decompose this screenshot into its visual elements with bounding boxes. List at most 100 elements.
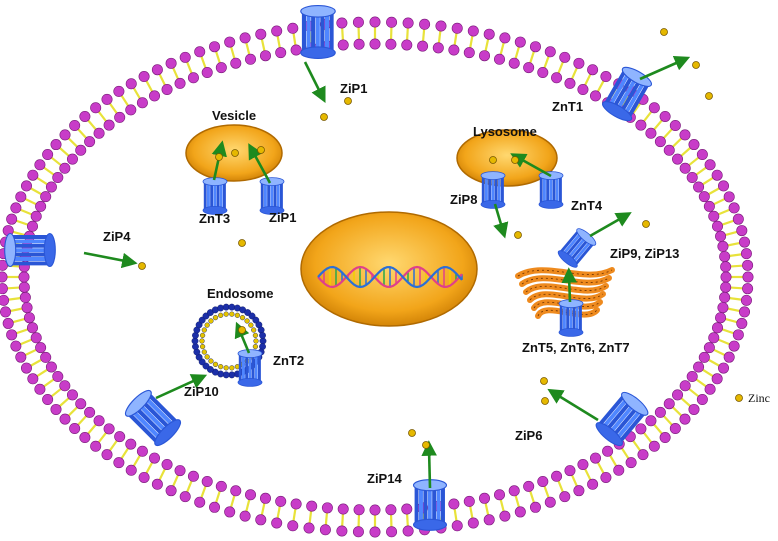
lipid-head — [577, 459, 589, 471]
lipid-head — [179, 51, 191, 63]
lipid-head — [66, 153, 78, 165]
lipid-head — [544, 46, 556, 58]
lipid-head — [113, 85, 125, 97]
lipid-head — [18, 281, 30, 293]
lipid-head — [587, 478, 599, 490]
lipid-head — [69, 120, 81, 132]
lipid-head — [448, 498, 460, 510]
lipid-head — [30, 332, 42, 344]
lipid-head — [209, 501, 221, 513]
label-znt567: ZnT5, ZnT6, ZnT7 — [522, 340, 630, 355]
lipid-head — [736, 225, 748, 237]
lipid-head — [66, 389, 78, 401]
lipid-head — [20, 180, 32, 192]
lipid-head — [69, 422, 81, 434]
transport-direction-arrow — [303, 61, 326, 103]
lipid-head — [720, 271, 732, 283]
zinc-ion-icon — [215, 153, 223, 161]
lipid-head — [174, 465, 186, 477]
lipid-head — [742, 283, 754, 295]
golgi-cisterna — [519, 275, 612, 287]
lipid-head — [385, 38, 397, 50]
lipid-head — [544, 496, 556, 508]
transport-direction-arrow — [155, 374, 208, 400]
lipid-head — [717, 240, 729, 252]
lipid-head — [663, 398, 675, 410]
lipid-head — [600, 71, 612, 83]
lipid-head — [712, 220, 724, 232]
lipid-head — [337, 39, 349, 51]
lipid-head — [165, 485, 177, 497]
transport-direction-arrow — [589, 212, 632, 238]
lipid-head — [0, 294, 10, 306]
lipid-head — [239, 32, 251, 44]
lipid-head — [287, 22, 299, 34]
lipid-head — [275, 47, 287, 59]
lipid-head — [114, 431, 126, 443]
membrane-transporter-icon — [601, 66, 653, 122]
lipid-head — [353, 38, 365, 50]
lipid-head — [742, 259, 754, 271]
lipid-head — [732, 213, 744, 225]
lipid-head — [224, 506, 236, 518]
lipid-head — [645, 127, 657, 139]
lipid-head — [224, 36, 236, 48]
lipid-head — [499, 32, 511, 44]
lipid-head — [679, 162, 691, 174]
lipid-head — [703, 342, 715, 354]
zinc-ion-icon — [344, 97, 352, 105]
lipid-head — [732, 329, 744, 341]
lipid-head — [718, 180, 730, 192]
lipid-head — [42, 149, 54, 161]
lipid-head — [306, 500, 318, 512]
label-zip9-zip13: ZiP9, ZiP13 — [610, 246, 679, 261]
lipid-head — [6, 329, 18, 341]
lipid-head — [6, 213, 18, 225]
lipid-head — [352, 526, 364, 538]
lipid-head — [704, 383, 716, 395]
lipid-head — [717, 302, 729, 314]
lipid-head — [161, 83, 173, 95]
transport-direction-arrow — [561, 267, 578, 303]
transport-direction-arrow — [248, 143, 272, 184]
lipid-head — [149, 452, 161, 464]
lipid-head — [672, 153, 684, 165]
lipid-head — [194, 46, 206, 58]
lipid-head — [679, 413, 691, 425]
lipid-head — [201, 66, 213, 78]
membrane-transporter-icon — [202, 177, 228, 215]
lipid-head — [551, 72, 563, 84]
lipid-head — [201, 476, 213, 488]
lipid-head — [90, 102, 102, 114]
lipid-head — [686, 370, 698, 382]
lipid-head — [529, 501, 541, 513]
lipid-head — [386, 526, 398, 538]
lipid-head — [559, 491, 571, 503]
lipid-head — [386, 16, 398, 28]
lipid-head — [79, 432, 91, 444]
label-zip14: ZiP14 — [367, 471, 402, 486]
lipid-head — [523, 62, 535, 74]
label-znt1: ZnT1 — [552, 99, 583, 114]
lipid-head — [564, 465, 576, 477]
lipid-head — [59, 129, 71, 141]
lipid-head — [467, 25, 479, 37]
lipid-head — [602, 445, 614, 457]
zinc-ion-icon — [408, 429, 416, 437]
lipid-head — [648, 440, 660, 452]
transporters — [4, 4, 653, 531]
lipid-head — [255, 514, 267, 526]
lipid-head — [708, 332, 720, 344]
lipid-head — [287, 520, 299, 532]
label-zip8: ZiP8 — [450, 192, 477, 207]
lipid-head — [718, 362, 730, 374]
lipid-head — [79, 110, 91, 122]
lipid-head — [114, 111, 126, 123]
lipid-head — [739, 306, 751, 318]
plasma-membrane — [0, 16, 754, 538]
golgi-cisterna — [527, 291, 606, 303]
zinc-ion-icon — [511, 156, 519, 164]
lipid-head — [255, 28, 267, 40]
lipid-head — [708, 210, 720, 222]
zinc-ions — [138, 28, 713, 449]
